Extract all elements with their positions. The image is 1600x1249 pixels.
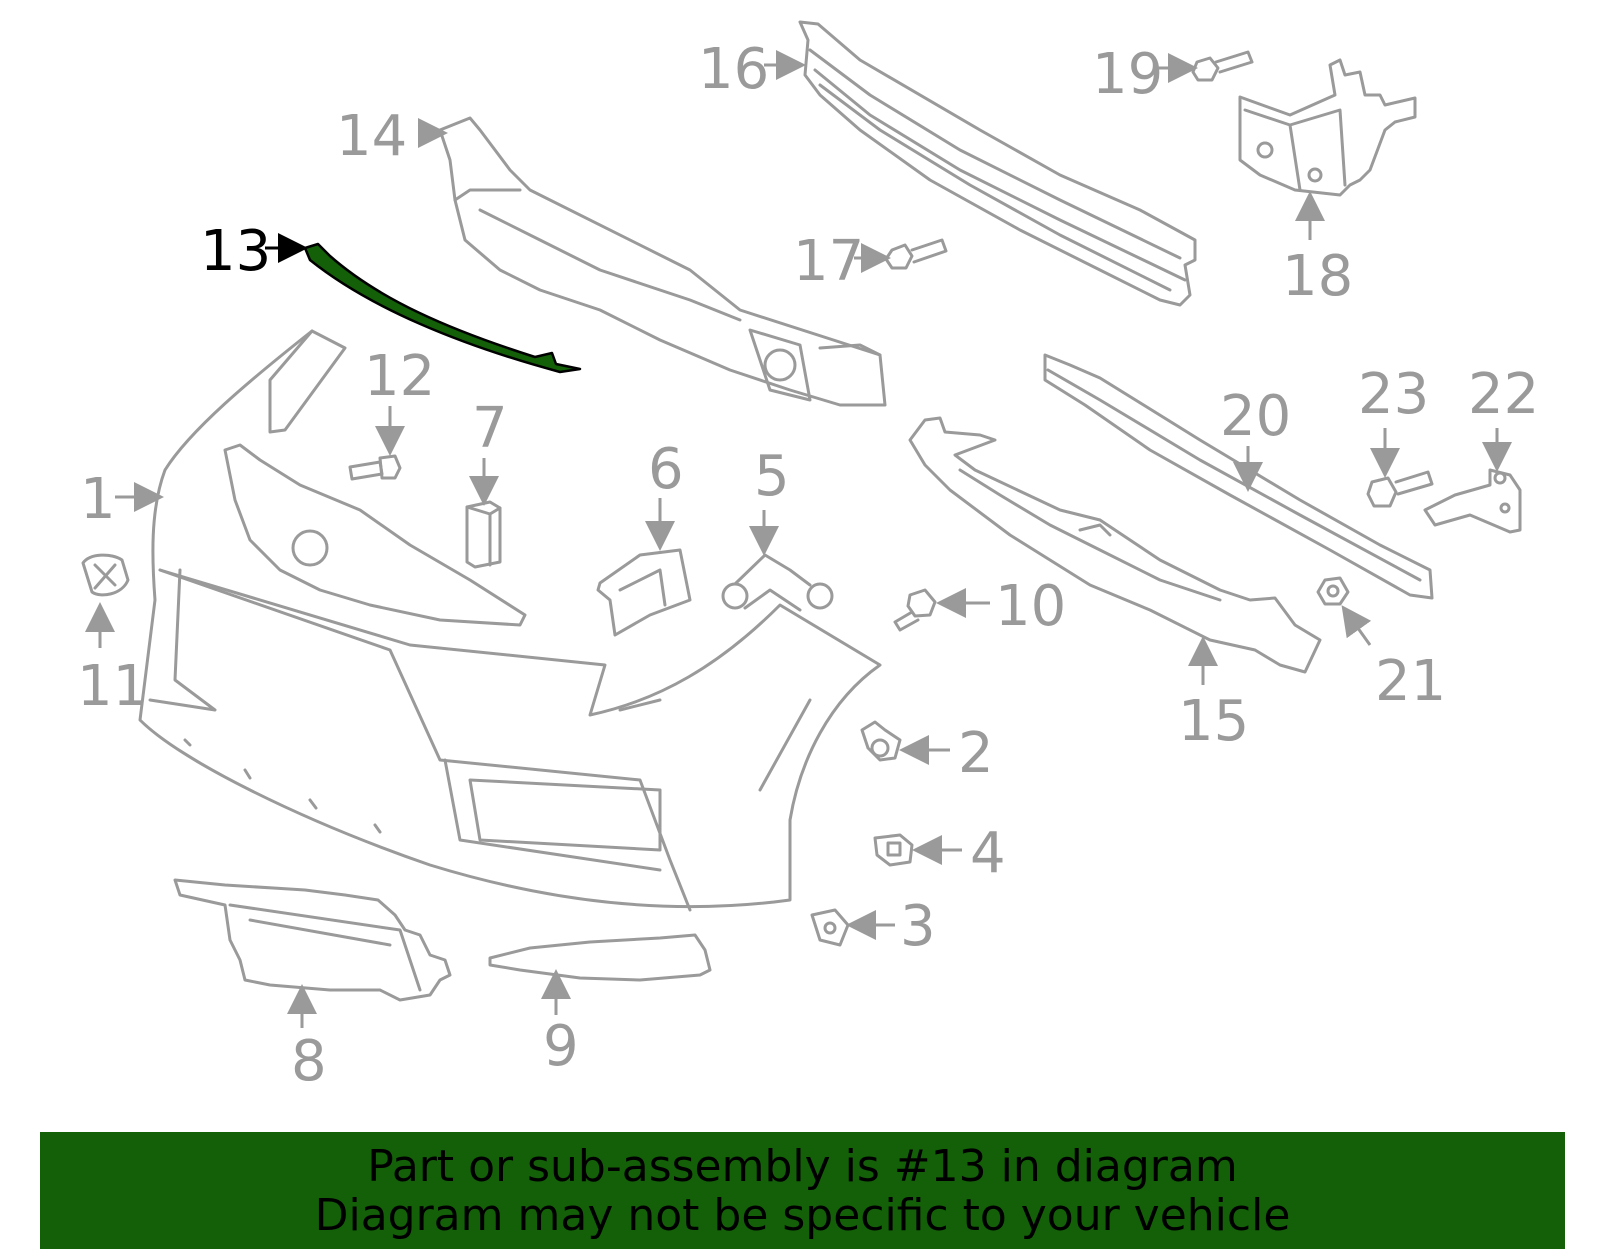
bolt-part-12	[348, 454, 402, 481]
callout-23: 23	[1358, 362, 1429, 427]
callout-19: 19	[1092, 42, 1163, 107]
retainer-strip-part-13	[303, 242, 582, 374]
stay-bracket-part-22	[1423, 468, 1522, 534]
lower-grille-part-8	[173, 878, 452, 1002]
callout-15: 15	[1178, 689, 1249, 754]
callout-10: 10	[995, 574, 1066, 639]
callout-14: 14	[336, 104, 407, 169]
callout-9: 9	[543, 1014, 579, 1079]
callout-21: 21	[1375, 649, 1446, 714]
callout-8: 8	[291, 1029, 327, 1094]
nut-part-21	[1316, 576, 1350, 606]
banner-line-2: Diagram may not be specific to your vehi…	[314, 1190, 1291, 1241]
lower-absorber-part-15	[908, 416, 1322, 674]
callout-3: 3	[900, 894, 936, 959]
callout-20: 20	[1220, 384, 1291, 449]
clip-part-2	[860, 720, 902, 762]
pad-part-7	[465, 500, 502, 569]
nut-part-4	[873, 833, 914, 867]
energy-absorber-part-14	[438, 116, 887, 407]
mounting-bracket-part-18	[1238, 58, 1417, 197]
retainer-part-5	[721, 553, 834, 612]
callout-17: 17	[793, 229, 864, 294]
bolt-part-19	[1191, 50, 1254, 82]
callout-13: 13	[200, 219, 271, 284]
callout-4: 4	[970, 821, 1006, 886]
clip-part-3	[810, 908, 850, 947]
callout-numbers: 1 2 3 4 5 6 7 8 9 10 11 12 13 14 15 16 1…	[77, 37, 1539, 1094]
lower-molding-part-9	[488, 933, 712, 982]
callout-16: 16	[698, 37, 769, 102]
callout-2: 2	[958, 721, 994, 786]
bumper-cover-part-1	[138, 329, 882, 912]
banner-line-1: Part or sub-assembly is #13 in diagram	[367, 1141, 1238, 1192]
bolt-part-10	[893, 588, 937, 632]
callout-18: 18	[1282, 244, 1353, 309]
callout-22: 22	[1468, 362, 1539, 427]
info-banner: Part or sub-assembly is #13 in diagram D…	[40, 1132, 1565, 1249]
bolt-part-23	[1366, 470, 1434, 508]
callout-1: 1	[80, 467, 116, 532]
callout-12: 12	[364, 344, 435, 409]
leader-lines	[85, 50, 1512, 1028]
reinforcement-part-16	[798, 20, 1197, 307]
emblem-part-11	[81, 553, 130, 597]
callout-5: 5	[754, 444, 790, 509]
bracket-part-6	[596, 548, 692, 637]
callout-11: 11	[77, 654, 148, 719]
callout-6: 6	[648, 437, 684, 502]
lower-reinforcement-part-20	[1043, 353, 1434, 600]
bolt-part-17	[884, 238, 948, 270]
callout-7: 7	[472, 396, 508, 461]
